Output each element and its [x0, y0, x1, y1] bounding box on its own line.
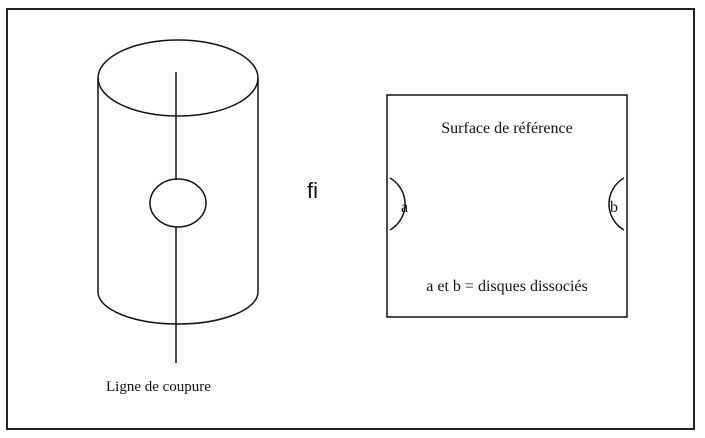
disk-b-semicircle — [608, 177, 625, 231]
reference-surface — [386, 94, 628, 318]
cylinder-top-ellipse — [97, 39, 259, 117]
disks-caption: a et b = disques dissociés — [426, 278, 587, 295]
surface-title: Surface de référence — [441, 120, 572, 137]
cylinder-bottom-arc — [97, 291, 259, 325]
reference-surface-square — [386, 94, 628, 318]
disk-a-semicircle — [389, 177, 406, 231]
transform-arrow-symbol: fi — [307, 178, 318, 203]
cut-line-label: Ligne de coupure — [106, 379, 211, 395]
diagram-frame — [6, 8, 695, 430]
cylinder — [97, 39, 259, 363]
disk-a-label: a — [401, 199, 408, 216]
disk-b-label: b — [610, 199, 618, 216]
cylinder-hole — [149, 178, 207, 228]
